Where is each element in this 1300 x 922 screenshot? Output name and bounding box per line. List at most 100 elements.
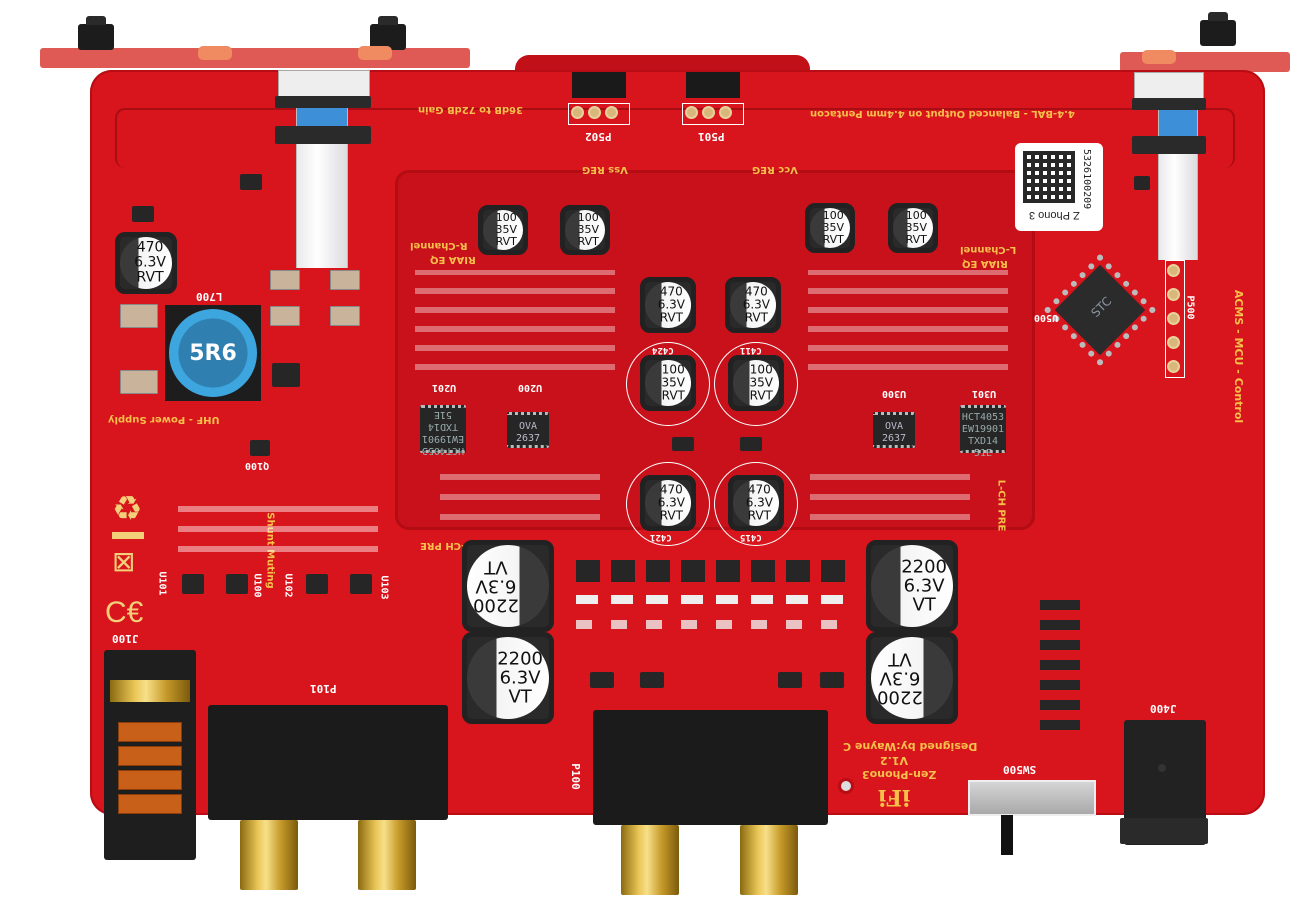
label-j100: J100 [112,632,139,645]
r-pre-resistor-grid [440,470,600,530]
transistor-q402 [740,437,762,451]
weee-bar-icon [112,532,144,539]
pre-transistor-row [576,560,846,582]
fpc-socket-left [275,126,371,144]
capacitor-c416 [120,370,158,394]
tact-switch-right[interactable] [1200,12,1236,46]
jack-body-segment [118,770,182,790]
version-text: V1.2 [880,754,908,767]
label-u101: U101 [156,571,168,596]
riaa-l-resistor-grid [808,270,1008,380]
label-u500: U500 [1034,312,1059,323]
jack-body-segment [118,794,182,814]
label-riaa-r: RIAA EQ [430,254,476,265]
rca-jack-p100-right[interactable] [740,825,798,895]
inductor-l700: 5R6 [165,305,261,401]
ic-u101 [182,574,204,594]
mute-transistor-column [1040,595,1080,730]
trace-outline-top [115,108,1235,168]
rca-jack-p101-left[interactable] [240,820,298,890]
header-p502-pads [568,103,630,125]
jack-body-segment [118,722,182,742]
ring-c415 [714,462,798,546]
ic-u103 [350,574,372,594]
label-c415: C415 [740,532,762,542]
label-u200: U200 [518,382,543,393]
label-p501: P501 [698,130,725,143]
label-r-channel: R-Channel [410,240,468,251]
model-text: Zen-Phono3 [862,768,937,781]
capacitor-c427 [330,306,360,326]
headphone-jack-j100[interactable] [104,650,196,860]
label-vcc-reg: Vcc REG [752,164,798,175]
flex-cable-right [1158,110,1198,260]
fpc-latch-right [1132,98,1206,110]
rca-jack-p100-left[interactable] [621,825,679,895]
label-riaa-l: RIAA EQ [962,258,1008,269]
label-gain: 36dB to 72dB Gain [418,104,523,115]
product-label: Z Phono 3 [1029,209,1080,221]
label-vss-reg: Vss REG [582,164,628,175]
label-c421: C421 [650,532,672,542]
jack-contact-top [110,680,190,702]
header-p501-pads [682,103,744,125]
label-u103: U103 [378,575,390,600]
mounting-hole [838,778,854,794]
label-u300: U300 [882,388,907,399]
led-window-3 [1142,50,1176,64]
label-l-ch-pre: L-CH PRE [995,479,1007,532]
capacitor-c402 [330,270,360,290]
label-p502: P502 [585,130,612,143]
rca-jack-p101-right[interactable] [358,820,416,890]
pre-passive-row [576,595,846,604]
ic-d409 [1134,176,1150,190]
dc-jack-base [1120,818,1208,844]
muting-resistor-grid [178,500,378,560]
label-l700: L700 [196,290,223,303]
capacitor-c417 [120,304,158,328]
slide-switch-sw500[interactable] [968,780,1096,816]
label-j400: J400 [1150,702,1177,715]
riaa-r-resistor-grid [415,270,615,380]
header-p502-body [572,72,626,98]
designer-text: Designed by:Wayne C [843,740,978,753]
label-u301: U301 [972,388,997,399]
jack-body-segment [118,746,182,766]
fpc-socket-right [1132,136,1206,154]
label-u102: U102 [282,573,294,598]
transistor-q100 [250,440,270,456]
serial-number: 5326100209 [1081,149,1092,210]
slide-switch-lever[interactable] [1001,815,1013,855]
l-pre-resistor-grid [810,470,970,530]
label-u201: U201 [432,382,457,393]
header-p501-body [686,72,740,98]
fpc-connector-right [1134,72,1204,102]
label-balanced-output: 4.4-BAL - Balanced Output on 4.4mm Penta… [810,108,1075,119]
capacitor-c430 [270,306,300,326]
fpc-latch-left [275,96,371,108]
transistor-q206 [590,672,614,688]
rca-housing-p100 [593,710,828,825]
label-p500: P500 [1184,295,1196,320]
ic-u401 [240,174,262,190]
qr-label: 5326100209 Z Phono 3 [1015,143,1103,231]
label-mcu-control: ACMS - MCU - Control [1232,289,1246,424]
header-p500 [1165,260,1185,378]
transistor-q306 [820,672,844,688]
tact-switch-left[interactable] [78,16,114,50]
tact-switch-center[interactable] [370,16,406,50]
transistor-q403 [672,437,694,451]
